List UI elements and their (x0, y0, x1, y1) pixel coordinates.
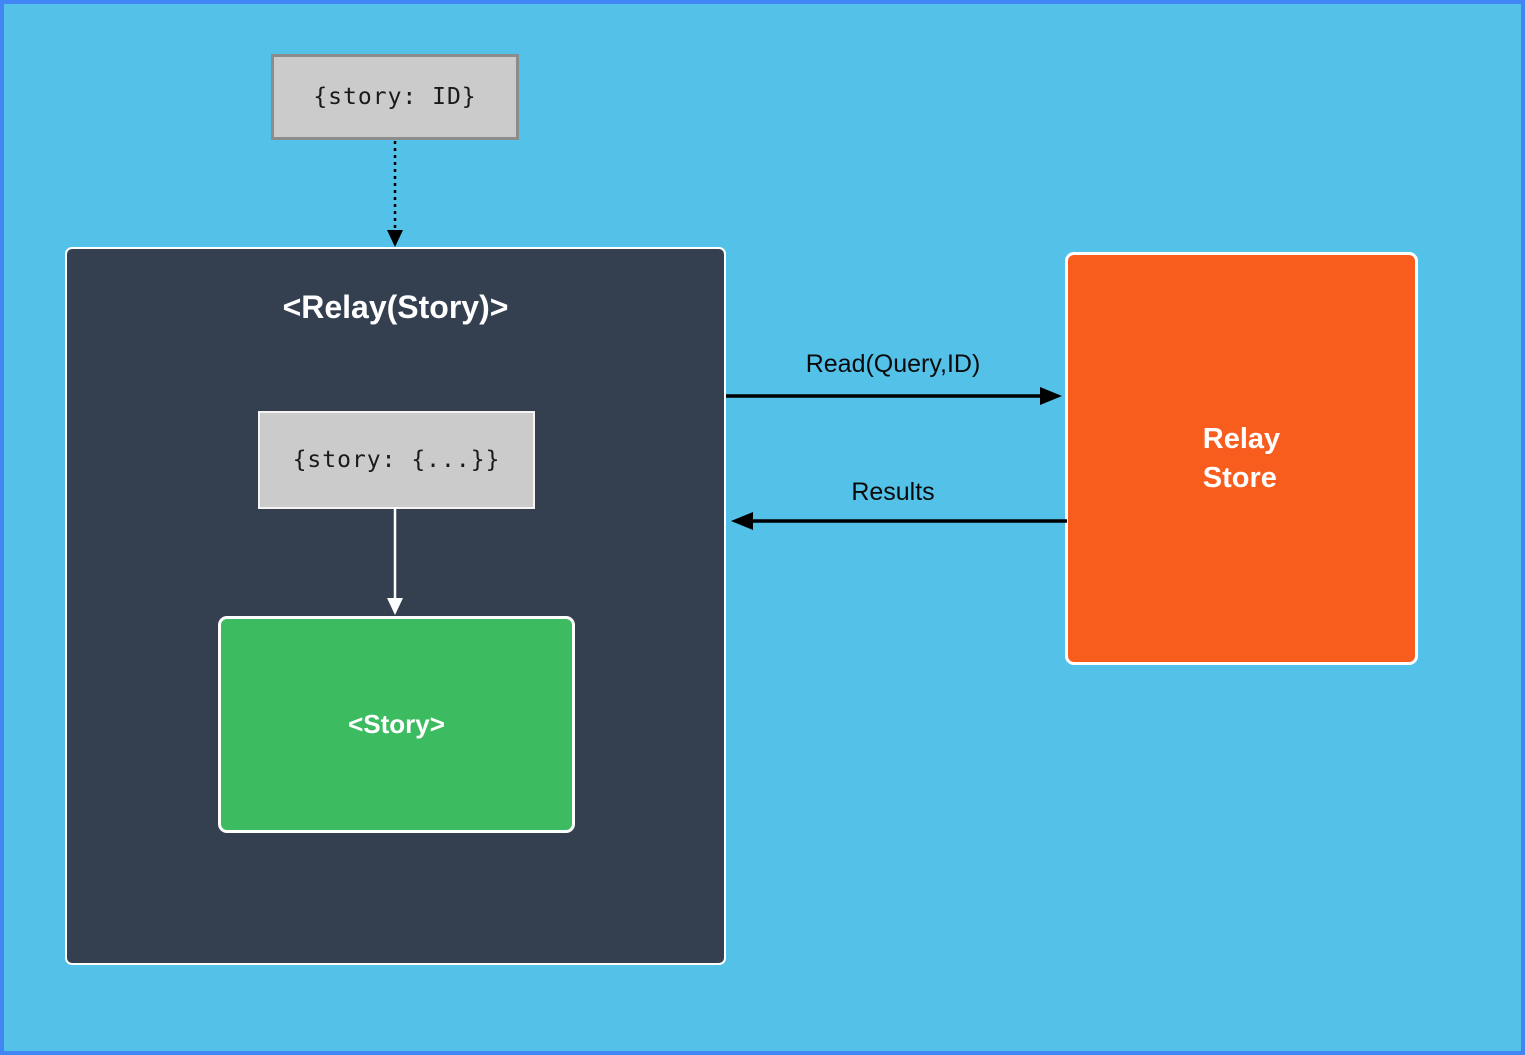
edge-label-read-query: Read(Query,ID) (805, 350, 981, 378)
arrow-results (731, 512, 1067, 530)
relay-store-label-line1: Relay (1202, 422, 1281, 455)
node-relay-story-container: <Relay(Story)> {story: {...}} <Story> (65, 247, 726, 965)
relay-store-label: Relay Store (1203, 420, 1280, 498)
node-relay-store: Relay Store (1065, 252, 1418, 665)
edge-label-results: Results (851, 478, 935, 506)
relay-story-title: <Relay(Story)> (282, 289, 509, 325)
node-story-id-props: {story: ID} (271, 54, 519, 140)
arrow-read-query (726, 387, 1062, 405)
node-story-component: <Story> (218, 616, 575, 833)
arrow-props-to-relay (387, 141, 403, 247)
story-id-props-label: {story: ID} (313, 84, 477, 110)
relay-store-label-line2: Store (1202, 461, 1277, 494)
story-object-props-label: {story: {...}} (292, 447, 501, 473)
node-story-object-props: {story: {...}} (258, 411, 535, 509)
story-component-label: <Story> (348, 709, 445, 739)
